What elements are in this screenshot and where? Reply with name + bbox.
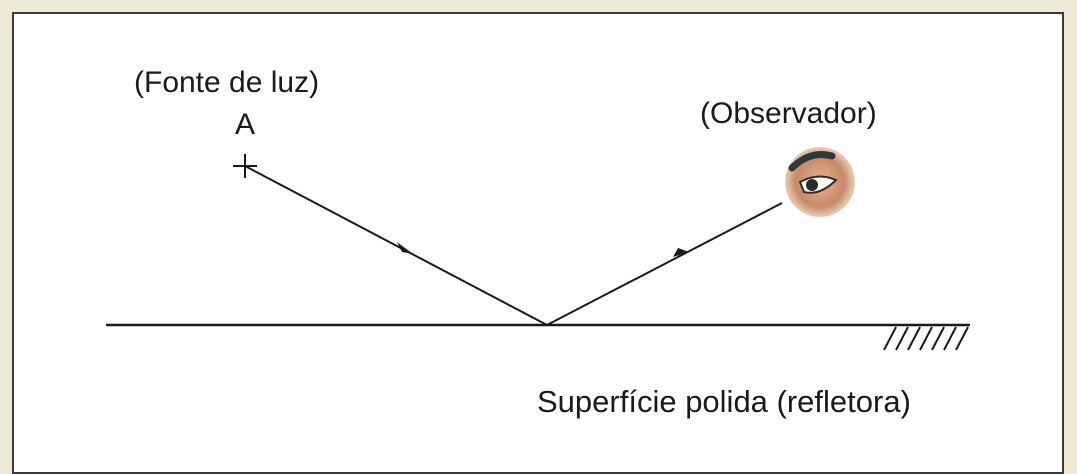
- reflected-ray: [546, 202, 783, 326]
- diagram-frame: [12, 12, 1064, 474]
- surface-label: Superfície polida (refletora): [537, 384, 911, 419]
- incident-ray-arrow: [397, 242, 413, 254]
- reflected-ray-arrow: [673, 248, 689, 257]
- hatch-icon: [883, 326, 969, 351]
- incident-ray: [244, 165, 548, 326]
- eye-icon: [785, 147, 855, 217]
- light-source-label: (Fonte de luz): [134, 66, 320, 99]
- point-a-label: A: [235, 108, 256, 141]
- observer-label: (Observador): [700, 97, 877, 130]
